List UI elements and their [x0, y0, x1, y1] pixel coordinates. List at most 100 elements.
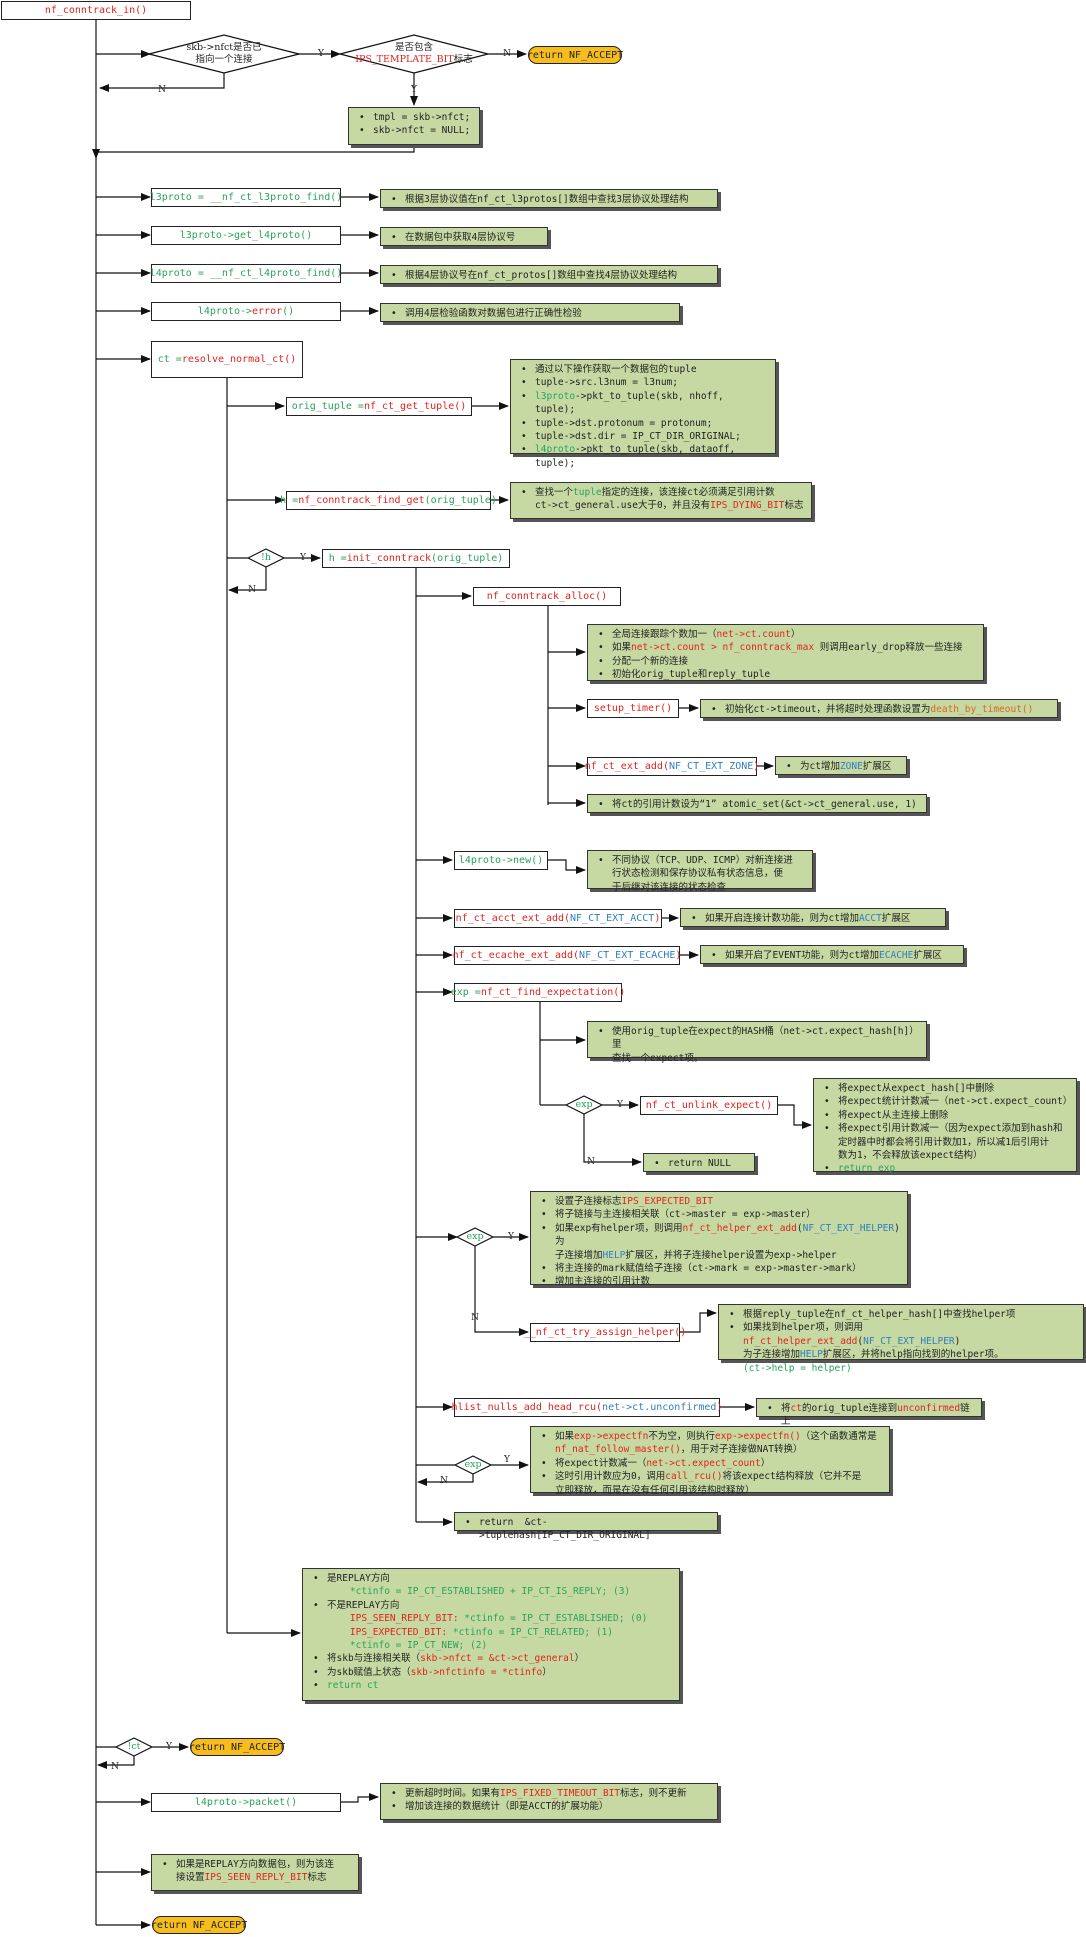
note-bullet-segment: 标志，则不更新 — [620, 1788, 687, 1799]
note-bullet: 如果net->ct.count > nf_conntrack_max 则调用ea… — [596, 641, 977, 655]
note-l3proto-find: 根据3层协议值在nf_ct_l3protos[]数组中查找3层协议处理结构 — [380, 189, 718, 208]
setup-timer-box-segment: setup_timer() — [593, 703, 673, 714]
note-bullet: 根据3层协议值在nf_ct_l3protos[]数组中查找3层协议处理结构 — [389, 193, 711, 207]
l3proto-find-box[interactable]: l3proto = __nf_ct_l3proto_find() — [149, 188, 343, 207]
return-accept-terminal[interactable]: return NF_ACCEPT — [189, 1738, 285, 1756]
note-bullet-segment: 全局连接跟踪个数加一（ — [612, 629, 717, 640]
note-bullet-segment: HELP — [602, 1249, 626, 1261]
decision-exp1-label: exp — [575, 1099, 593, 1110]
note-bullet-segment: exp->expectfn() — [714, 1431, 801, 1442]
note-bullet-segment: 如果 — [612, 642, 632, 654]
note-bullet-segment: ->pkt_to_tuple(skb, nhoff, tuple); — [535, 390, 730, 416]
connector — [99, 73, 225, 92]
note-bullet: return NULL — [652, 1157, 748, 1171]
init-conntrack-box-segment: h = — [328, 553, 347, 564]
l4proto-new-box-segment: l4proto->new() — [458, 855, 544, 866]
note-bullet-segment: 链上 — [781, 1403, 970, 1428]
setup-timer-box[interactable]: setup_timer() — [587, 699, 679, 718]
find-expectation-box[interactable]: exp = nf_ct_find_expectation() — [451, 983, 625, 1002]
note-bullet: 如果开启连接计数功能，则为ct增加ACCT扩展区 — [689, 912, 939, 926]
acct-ext-add-box[interactable]: nf_ct_acct_ext_add(NF_CT_EXT_ACCT) — [454, 909, 662, 928]
get-tuple-box-segment: nf_ct_get_tuple() — [363, 401, 467, 412]
note-bullet-segment: 调用4层检验函数对数据包进行正确性检验 — [405, 308, 582, 319]
note-bullet-segment: 指定的连接，该连接ct必须满足引用计数 ct->ct_general.use大于… — [535, 487, 775, 512]
note-bullet: 将expect计数减一（net->ct.expect_count） — [539, 1457, 883, 1471]
decision-exp2-label: exp — [466, 1231, 484, 1242]
note-bullet-segment: 如果 — [555, 1431, 575, 1442]
decision-exp1-diamond — [564, 1095, 604, 1115]
get-l4proto-box[interactable]: l3proto->get_l4proto() — [151, 226, 341, 245]
decision-exp3-label: exp — [464, 1459, 482, 1470]
note-bullet-segment: 将子链接与主连接相关联（ct->master = exp->master） — [555, 1209, 816, 1221]
decision-exp2-diamond — [455, 1227, 495, 1247]
unlink-expect-box-segment: nf_ct_unlink_expect() — [645, 1100, 773, 1111]
hlist-add-head-box-segment: net->ct.unconfirmed — [602, 1402, 717, 1413]
conntrack-alloc-box[interactable]: nf_conntrack_alloc() — [473, 587, 621, 606]
note-bullet-segment: net->ct.count — [716, 629, 791, 640]
note-bullet-segment: IPS_FIXED_TIMEOUT_BIT — [500, 1788, 621, 1799]
note-bullet: 为ct增加ZONE扩展区 — [784, 760, 900, 774]
note-bullet: 如果找到helper项，则调用nf_ct_helper_ext_add(NF_C… — [727, 1321, 1077, 1375]
ext-add-zone-box-segment: NF_CT_EXT_ZONE — [668, 761, 754, 772]
hlist-add-head-box[interactable]: hlist_nulls_add_head_rcu(net->ct.unconfi… — [452, 1398, 722, 1417]
note-bullet: 初始化orig_tuple和reply_tuple — [596, 668, 977, 682]
find-get-box[interactable]: h = nf_conntrack_find_get(orig_tuple) — [280, 491, 497, 510]
edge-yes-label: Y — [300, 553, 306, 563]
note-bullet: 根据4层协议号在nf_ct_protos[]数组中查找4层协议处理结构 — [389, 269, 711, 283]
note-bullet-segment: 不为空，则执行 — [648, 1431, 715, 1442]
note-bullet: 如果是REPLAY方向数据包，则为该连 接设置IPS_SEEN_REPLY_BI… — [160, 1858, 352, 1885]
find-get-box-segment: (orig_tuple) — [424, 495, 497, 506]
ecache-ext-add-box-segment: ) — [675, 950, 682, 961]
note-bullet-segment: ） — [574, 1653, 585, 1665]
note-bullet-segment: 不同协议（TCP、UDP、ICMP）对新连接进 行状态检测和保存协议私有状态信息… — [612, 855, 793, 893]
note-seen-reply: 如果是REPLAY方向数据包，则为该连 接设置IPS_SEEN_REPLY_BI… — [151, 1854, 359, 1891]
edge-yes-label: Y — [411, 85, 417, 95]
note-bullet-segment: IPS_EXPECTED_BIT — [621, 1196, 714, 1207]
note-bullet-segment: 的orig_tuple连接到 — [801, 1403, 898, 1414]
note-acct: 如果开启连接计数功能，则为ct增加ACCT扩展区 — [680, 908, 946, 927]
note-expect-callback: 如果exp->expectfn不为空，则执行exp->expectfn()（这个… — [530, 1426, 890, 1496]
decision-template-line1: 是否包含 — [394, 42, 433, 53]
edge-yes-label: Y — [166, 1742, 172, 1752]
note-bullet-segment: return NULL — [668, 1158, 731, 1169]
note-bullet-segment: 使用orig_tuple在expect的HASH桶（net->ct.expect… — [612, 1026, 919, 1064]
decision-template-flag: IPS_TEMPLATE_BIT — [355, 54, 454, 65]
note-bullet-segment: )为 子连接增加 — [555, 1222, 900, 1261]
note-bullet-segment: return &ct->tuplehash[IP_CT_DIR_ORIGINAL… — [479, 1517, 651, 1542]
unlink-expect-box[interactable]: nf_ct_unlink_expect() — [640, 1096, 778, 1115]
l4proto-error-box[interactable]: l4proto->error() — [151, 302, 341, 321]
ecache-ext-add-box[interactable]: nf_ct_ecache_ext_add(NF_CT_EXT_ECACHE) — [453, 946, 682, 965]
ext-add-zone-box[interactable]: nf_ct_ext_add(NF_CT_EXT_ZONE) — [585, 757, 759, 776]
l3proto-find-box-segment: l3proto = __nf_ct_l3proto_find() — [149, 192, 343, 203]
title-box[interactable]: nf_conntrack_in() — [1, 1, 191, 20]
init-conntrack-box[interactable]: h = init_conntrack(orig_tuple) — [322, 549, 510, 568]
note-bullet-segment: 将skb与连接相关联（ — [327, 1653, 421, 1665]
l4proto-find-box[interactable]: l4proto = __nf_ct_l4proto_find() — [150, 264, 342, 283]
get-tuple-box[interactable]: orig_tuple = nf_ct_get_tuple() — [286, 397, 472, 416]
resolve-normal-ct-box[interactable]: ct = resolve_normal_ct() — [151, 341, 303, 378]
note-bullet-segment: 分配一个新的连接 — [612, 655, 689, 667]
connector — [474, 1246, 529, 1336]
note-bullet-segment: 将该expect结构释放（它并不是 立即释放，而是在没有任何引用该结构时释放） — [555, 1471, 862, 1496]
note-bullet: 全局连接跟踪个数加一（net->ct.count） — [596, 628, 977, 642]
decision-template-diamond — [339, 34, 489, 74]
acct-ext-add-box-segment: ) — [654, 913, 661, 924]
try-assign-helper-box[interactable]: __nf_ct_try_assign_helper() — [524, 1323, 686, 1342]
note-return-tuplehash: return &ct->tuplehash[IP_CT_DIR_ORIGINAL… — [454, 1512, 718, 1541]
note-bullet-segment: 将expect引用计数减一（因为expect添加到hash和 定时器中时都会将引… — [838, 1123, 1063, 1162]
note-bullet-segment: IPS_EXPECTED_BIT: — [327, 1626, 453, 1638]
note-bullet-segment: (ct->help = helper) — [743, 1362, 852, 1374]
note-bullet-segment: 标志 — [784, 500, 804, 512]
return-accept-terminal[interactable]: return NF_ACCEPT — [151, 1916, 247, 1934]
return-accept-terminal[interactable]: return NF_ACCEPT — [527, 46, 623, 64]
note-bullet-segment: 将ct的引用计数设为“1” atomic_set(&ct->ct_general… — [612, 799, 917, 810]
note-ctinfo: 是REPLAY方向 *ctinfo = IP_CT_ESTABLISHED + … — [302, 1568, 680, 1701]
decision-ct-label: !ct — [127, 1741, 141, 1752]
note-setup-timer: 初始化ct->timeout，并将超时处理函数设置为death_by_timeo… — [700, 699, 1058, 718]
note-bullet: 将ct的引用计数设为“1” atomic_set(&ct->ct_general… — [596, 798, 920, 812]
note-bullet-segment: call_rcu() — [665, 1471, 723, 1483]
l4proto-new-box[interactable]: l4proto->new() — [454, 851, 548, 870]
connector — [228, 567, 267, 594]
l4proto-packet-box[interactable]: l4proto->packet() — [151, 1793, 341, 1812]
note-bullet-segment: ） — [790, 629, 801, 640]
